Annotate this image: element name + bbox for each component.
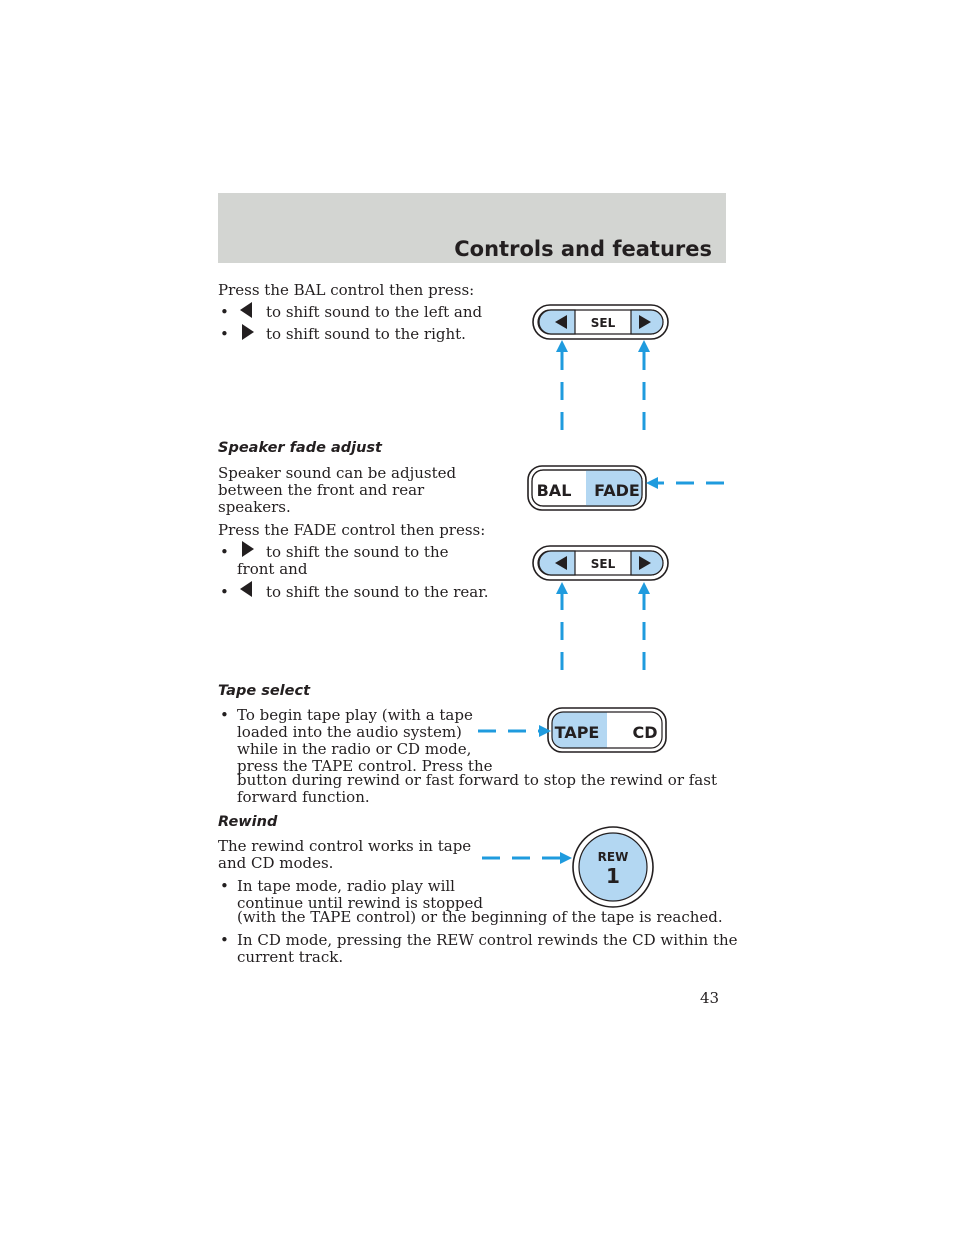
tape-text-line: press the TAPE control. Press the	[237, 757, 493, 775]
right-arrow-icon	[639, 315, 651, 329]
fade-desc-line: Speaker sound can be adjusted	[218, 464, 457, 482]
fade-label: FADE	[594, 481, 640, 500]
balance-bullet-right: to shift sound to the right.	[266, 325, 466, 343]
left-arrow-icon	[240, 302, 252, 318]
sel-button-illustration: SEL	[532, 545, 669, 581]
cd-label: CD	[632, 723, 657, 742]
page-number: 43	[700, 989, 720, 1007]
tape-text-line: button during rewind or fast forward to …	[237, 771, 717, 789]
left-arrow-icon	[555, 556, 567, 570]
section-title: Controls and features	[454, 237, 712, 261]
bal-label: BAL	[537, 481, 572, 500]
sel-button-illustration: SEL	[532, 304, 669, 340]
rewind-desc-line: and CD modes.	[218, 854, 334, 872]
section-header-band: Controls and features	[218, 193, 726, 263]
tape-cd-button-illustration: TAPE CD	[547, 707, 667, 753]
right-arrow-icon	[639, 556, 651, 570]
rew-number: 1	[606, 864, 620, 888]
fade-bullet-front-line: to shift the sound to the	[266, 543, 449, 561]
balance-intro: Press the BAL control then press:	[218, 281, 475, 299]
sel-label: SEL	[591, 316, 616, 330]
rewind-bullet1-line: continue until rewind is stopped	[237, 894, 484, 912]
right-arrow-icon	[242, 541, 254, 557]
tape-heading: Tape select	[218, 683, 311, 699]
rewind-bullet2-line: In CD mode, pressing the REW control rew…	[237, 931, 738, 949]
rew-label: REW	[598, 850, 629, 864]
tape-label: TAPE	[555, 723, 600, 742]
fade-bullet-rear: to shift the sound to the rear.	[266, 583, 489, 601]
tape-text-line: forward function.	[237, 788, 370, 806]
left-arrow-icon	[555, 315, 567, 329]
fade-desc-line: between the front and rear	[218, 481, 425, 499]
tape-text-line: while in the radio or CD mode,	[237, 740, 472, 758]
rewind-bullet1-line: In tape mode, radio play will	[237, 877, 455, 895]
rewind-bullet1-line: (with the TAPE control) or the beginning…	[237, 908, 723, 926]
left-arrow-icon	[240, 581, 252, 597]
sel-label: SEL	[591, 557, 616, 571]
rew-button-illustration: REW 1	[572, 826, 654, 908]
rewind-heading: Rewind	[218, 814, 278, 830]
bal-fade-button-illustration: BAL FADE	[527, 465, 647, 511]
tape-text-line: To begin tape play (with a tape	[237, 706, 473, 724]
tape-text-line: loaded into the audio system)	[237, 723, 462, 741]
right-arrow-icon	[242, 324, 254, 340]
rewind-desc-line: The rewind control works in tape	[218, 837, 472, 855]
fade-heading: Speaker fade adjust	[218, 440, 382, 456]
balance-bullet-left: to shift sound to the left and	[266, 303, 483, 321]
fade-desc-line: speakers.	[218, 498, 291, 516]
fade-intro: Press the FADE control then press:	[218, 521, 486, 539]
rewind-bullet2-line: current track.	[237, 948, 344, 966]
fade-bullet-front-line: front and	[237, 560, 308, 578]
